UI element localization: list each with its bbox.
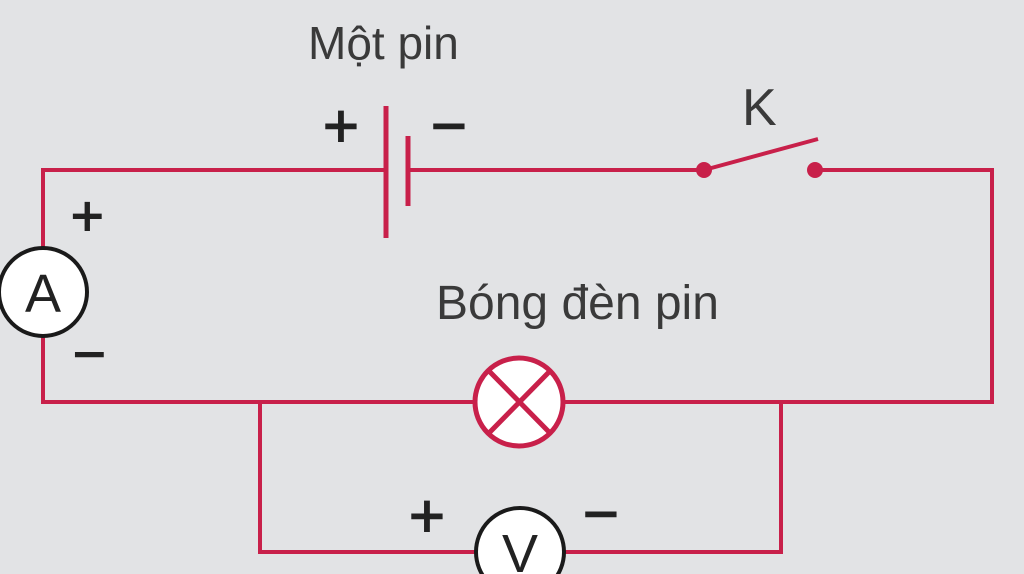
battery-symbol <box>383 106 411 238</box>
wire-left-lower <box>41 334 476 404</box>
ammeter-letter: A <box>25 264 61 324</box>
switch-label: K <box>742 79 777 137</box>
lamp-cross-2 <box>488 370 551 434</box>
ammeter-plus-sign: + <box>68 188 107 242</box>
voltmeter-circle <box>474 506 566 574</box>
ammeter-circle <box>0 246 89 338</box>
switch-lever <box>703 137 819 172</box>
battery-minus-sign: − <box>428 96 470 154</box>
ammeter-symbol: A <box>0 246 89 338</box>
battery-plus-sign: + <box>320 96 362 154</box>
voltmeter-letter: V <box>502 524 538 574</box>
lamp-symbol <box>472 355 566 449</box>
ammeter-minus-sign: − <box>70 326 109 380</box>
wire-switch-to-right <box>562 168 994 404</box>
wire-voltmeter-loop <box>258 400 783 554</box>
switch-k <box>696 137 823 178</box>
switch-contact-right <box>807 162 823 178</box>
voltmeter-minus-sign: − <box>580 484 622 542</box>
voltmeter-symbol: V <box>474 506 566 574</box>
wire-top-left <box>41 168 386 250</box>
switch-contact-left <box>696 162 712 178</box>
lamp-label: Bóng đèn pin <box>436 277 719 330</box>
battery-label: Một pin <box>308 17 459 69</box>
voltmeter-plus-sign: + <box>406 486 448 544</box>
